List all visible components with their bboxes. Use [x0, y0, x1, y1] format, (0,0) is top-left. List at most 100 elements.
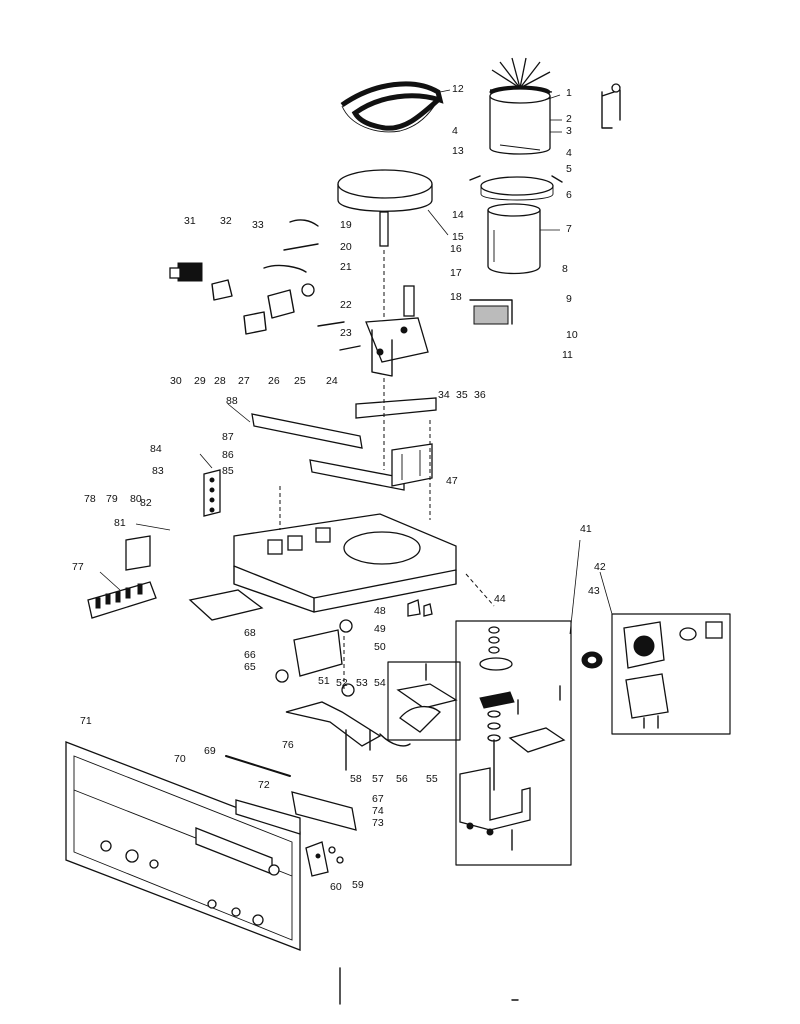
part-label-43: 43: [588, 585, 600, 597]
part-label-24: 24: [326, 375, 338, 387]
part-label-10: 10: [566, 329, 578, 341]
motor-shroud: [487, 203, 541, 275]
part-label-28: 28: [214, 375, 226, 387]
part-label-58: 58: [350, 773, 362, 785]
motor-mount-ring: [469, 175, 563, 201]
support-bar-86: [309, 459, 405, 491]
part-label-15: 15: [452, 231, 464, 243]
part-label-70: 70: [174, 753, 186, 765]
part-label-85: 85: [222, 465, 234, 477]
hinge-60: [305, 841, 329, 877]
part-label-83: 83: [152, 465, 164, 477]
part-label-68: 68: [244, 627, 256, 639]
part-label-6: 6: [566, 189, 572, 201]
part-label-34: 34: [438, 389, 450, 401]
part-label-88: 88: [226, 395, 238, 407]
detail-box-55: [387, 661, 461, 741]
part-label-18: 18: [450, 291, 462, 303]
hardware-48-50: [275, 599, 433, 683]
switch-block: [169, 262, 203, 282]
part-label-53: 53: [356, 677, 368, 689]
support-bar-87: [251, 413, 363, 449]
part-label-14: 14: [452, 209, 464, 221]
part-label-17: 17: [450, 267, 462, 279]
drive-belt: [340, 81, 444, 133]
part-label-79: 79: [106, 493, 118, 505]
part-label-13: 13: [452, 145, 464, 157]
part-label-74: 74: [372, 805, 384, 817]
part-label-33: 33: [252, 219, 264, 231]
part-label-23: 23: [340, 327, 352, 339]
part-label-77: 77: [72, 561, 84, 573]
part-label-2: 2: [566, 113, 572, 125]
part-label-4b: 4: [566, 147, 572, 159]
front-panel-71: [65, 741, 301, 951]
connector-56-58: [345, 729, 411, 771]
capacitor: [469, 299, 513, 325]
part-label-84: 84: [150, 443, 162, 455]
part-label-12: 12: [452, 83, 464, 95]
part-label-78: 78: [84, 493, 96, 505]
part-label-65: 65: [244, 661, 256, 673]
part-label-86: 86: [222, 449, 234, 461]
grommet-43: [581, 651, 603, 669]
part-label-20: 20: [340, 241, 352, 253]
part-label-32: 32: [220, 215, 232, 227]
part-label-50: 50: [374, 641, 386, 653]
bracket-80: [125, 535, 151, 571]
part-number-labels: 1234456789101112131415161718192021222324…: [72, 83, 606, 893]
lever-assembly-54: [285, 683, 382, 747]
part-label-81: 81: [114, 517, 126, 529]
part-label-1: 1: [566, 87, 572, 99]
slide-bracket-47: [391, 443, 433, 487]
part-label-27: 27: [238, 375, 250, 387]
part-label-49: 49: [374, 623, 386, 635]
part-label-80: 80: [130, 493, 142, 505]
bracket-67: [291, 791, 357, 831]
leader-lines: [99, 89, 613, 635]
part-label-87: 87: [222, 431, 234, 443]
small-hardware-left: [211, 219, 361, 351]
part-label-4a: 4: [452, 125, 458, 137]
part-label-26: 26: [268, 375, 280, 387]
part-label-30: 30: [170, 375, 182, 387]
part-label-56: 56: [396, 773, 408, 785]
mounting-bracket-34: [355, 397, 437, 419]
part-label-5: 5: [566, 163, 572, 175]
part-label-44: 44: [494, 593, 506, 605]
bracket-top-right: [601, 83, 621, 129]
motor-housing: [489, 88, 551, 155]
screws-59: [328, 846, 344, 864]
part-label-42: 42: [594, 561, 606, 573]
part-label-82: 82: [140, 497, 152, 509]
part-label-11: 11: [562, 349, 573, 361]
part-label-54: 54: [374, 677, 386, 689]
terminal-strip-83: [203, 469, 221, 517]
bracket-72: [235, 799, 301, 835]
plate-68: [188, 589, 264, 621]
part-label-71: 71: [80, 715, 92, 727]
part-label-3: 3: [566, 125, 572, 137]
panel-strip-76: [225, 755, 291, 777]
part-label-66: 66: [244, 649, 256, 661]
part-label-19: 19: [340, 219, 352, 231]
part-label-52: 52: [336, 677, 348, 689]
terminal-block-77: [87, 581, 157, 619]
part-label-69: 69: [204, 745, 216, 757]
assembly-lines: [279, 250, 495, 690]
part-label-35: 35: [456, 389, 468, 401]
part-label-22: 22: [340, 299, 352, 311]
part-label-59: 59: [352, 879, 364, 891]
part-label-73: 73: [372, 817, 384, 829]
part-label-31: 31: [184, 215, 196, 227]
part-label-76: 76: [282, 739, 294, 751]
part-label-25: 25: [294, 375, 306, 387]
part-label-8: 8: [562, 263, 568, 275]
part-label-29: 29: [194, 375, 206, 387]
part-label-7: 7: [566, 223, 572, 235]
bracket-52: [293, 629, 343, 677]
part-label-67: 67: [372, 793, 384, 805]
drum: [337, 169, 433, 247]
part-label-36: 36: [474, 389, 486, 401]
